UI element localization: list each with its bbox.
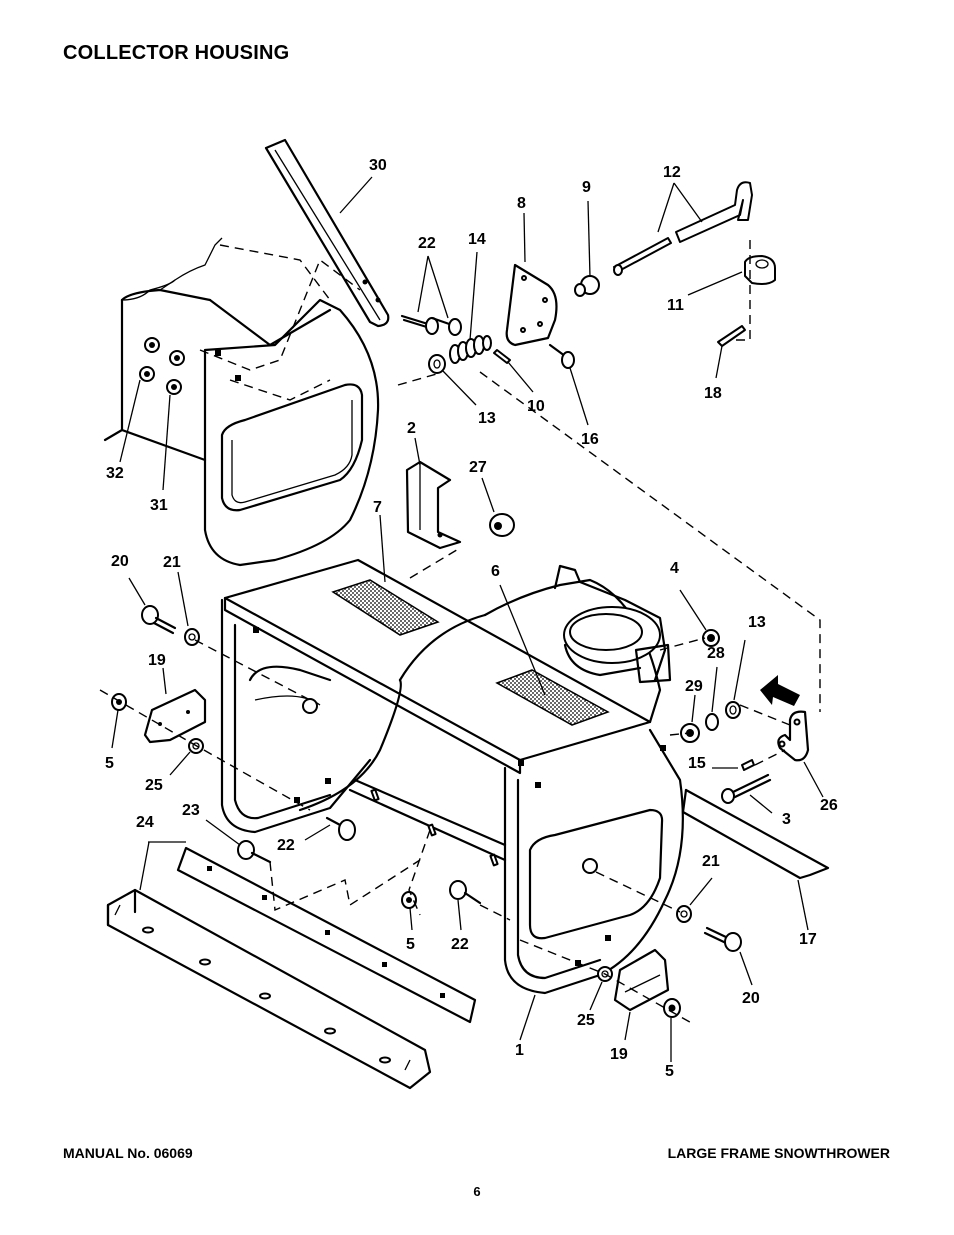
- callout-22: 22: [277, 837, 295, 854]
- callout-14: 14: [468, 231, 486, 248]
- part-3-bolt: [721, 773, 772, 804]
- part-17-scraper: [681, 788, 830, 880]
- part-11-clamp: [744, 255, 776, 285]
- callout-22: 22: [418, 235, 436, 252]
- page-title: COLLECTOR HOUSING: [63, 42, 290, 64]
- footer-product-name: LARGE FRAME SNOWTHROWER: [667, 1145, 890, 1161]
- part-27-nut: [489, 513, 515, 537]
- part-9-bushing: [574, 275, 600, 297]
- callout-22: 22: [451, 936, 469, 953]
- part-6-label: [495, 669, 610, 726]
- page-number: 6: [473, 1184, 481, 1199]
- callout-10: 10: [527, 398, 545, 415]
- assembly-line-top: [397, 371, 821, 712]
- part-14-spring: [449, 335, 492, 364]
- part-20-bolt-left: [141, 605, 177, 635]
- direction-arrow: [760, 675, 800, 706]
- part-12-rods: [613, 181, 753, 276]
- callout-20: 20: [742, 990, 760, 1007]
- part-5-nut-middle: [401, 891, 417, 909]
- part-13-washer-top: [428, 354, 446, 374]
- part-5-nut-left: [111, 693, 127, 711]
- part-13-washer-right: [725, 701, 741, 719]
- part-28-washer: [705, 713, 719, 731]
- part-8-bracket: [505, 263, 558, 347]
- callout-11: 11: [667, 297, 684, 314]
- part-20-bolt-right: [703, 926, 742, 952]
- part-10-pin: [493, 349, 511, 364]
- callout-17: 17: [799, 931, 817, 948]
- callout-31: 31: [150, 497, 168, 514]
- part-22-bolt-center: [325, 816, 356, 841]
- callout-8: 8: [517, 195, 526, 212]
- callout-13: 13: [478, 410, 496, 427]
- callout-15: 15: [688, 755, 706, 772]
- footer-manual-number: MANUAL No. 06069: [63, 1145, 193, 1161]
- callout-26: 26: [820, 797, 838, 814]
- callout-7: 7: [373, 499, 382, 516]
- part-24-scraper-blade: [176, 846, 477, 1024]
- callout-1: 1: [515, 1042, 524, 1059]
- callout-24: 24: [136, 814, 154, 831]
- callout-29: 29: [685, 678, 703, 695]
- part-15-pin: [741, 759, 755, 771]
- callout-20: 20: [111, 553, 129, 570]
- part-5-nut-right: [663, 998, 681, 1018]
- callout-30: 30: [369, 157, 387, 174]
- leader-lines: [111, 176, 824, 1062]
- wear-bar: [106, 888, 432, 1090]
- callout-21: 21: [702, 853, 720, 870]
- callout-28: 28: [707, 645, 725, 662]
- callout-5: 5: [665, 1063, 674, 1080]
- callout-5: 5: [406, 936, 415, 953]
- callout-25: 25: [145, 777, 163, 794]
- callout-27: 27: [469, 459, 487, 476]
- callout-19: 19: [148, 652, 166, 669]
- part-7-label: [331, 579, 440, 636]
- callout-13: 13: [748, 614, 766, 631]
- callouts: 30 22 14 8 9 12 11 18 13 10 16 2 27 7 32…: [105, 157, 838, 1080]
- callout-18: 18: [704, 385, 722, 402]
- part-16-bolt: [548, 343, 575, 369]
- part-21-washer-right: [676, 905, 692, 923]
- part-21-washer-left: [184, 628, 200, 646]
- assembly-lines: [99, 240, 791, 1026]
- tractor-frame: [103, 237, 361, 462]
- callout-32: 32: [106, 465, 124, 482]
- part-26-bracket: [777, 710, 810, 762]
- part-30-chute-rod: [264, 138, 390, 328]
- callout-25: 25: [577, 1012, 595, 1029]
- callout-6: 6: [491, 563, 500, 580]
- callout-21: 21: [163, 554, 181, 571]
- part-23-carriage-bolt: [237, 840, 272, 864]
- frame-side-plate: [203, 298, 380, 567]
- part-22-bolt-lower: [449, 880, 482, 905]
- callout-4: 4: [670, 560, 679, 577]
- callout-9: 9: [582, 179, 591, 196]
- part-22-bolts-top: [400, 314, 462, 336]
- callout-12: 12: [663, 164, 681, 181]
- part-18-cotter: [717, 325, 746, 347]
- part-19-skid-left: [143, 688, 207, 744]
- callout-5: 5: [105, 755, 114, 772]
- callout-16: 16: [581, 431, 599, 448]
- part-4-nut: [702, 629, 720, 647]
- part-1-collector-housing: [220, 558, 684, 995]
- part-2-bracket: [405, 460, 462, 550]
- callout-23: 23: [182, 802, 200, 819]
- callout-3: 3: [782, 811, 791, 828]
- callout-2: 2: [407, 420, 416, 437]
- callout-19: 19: [610, 1046, 628, 1063]
